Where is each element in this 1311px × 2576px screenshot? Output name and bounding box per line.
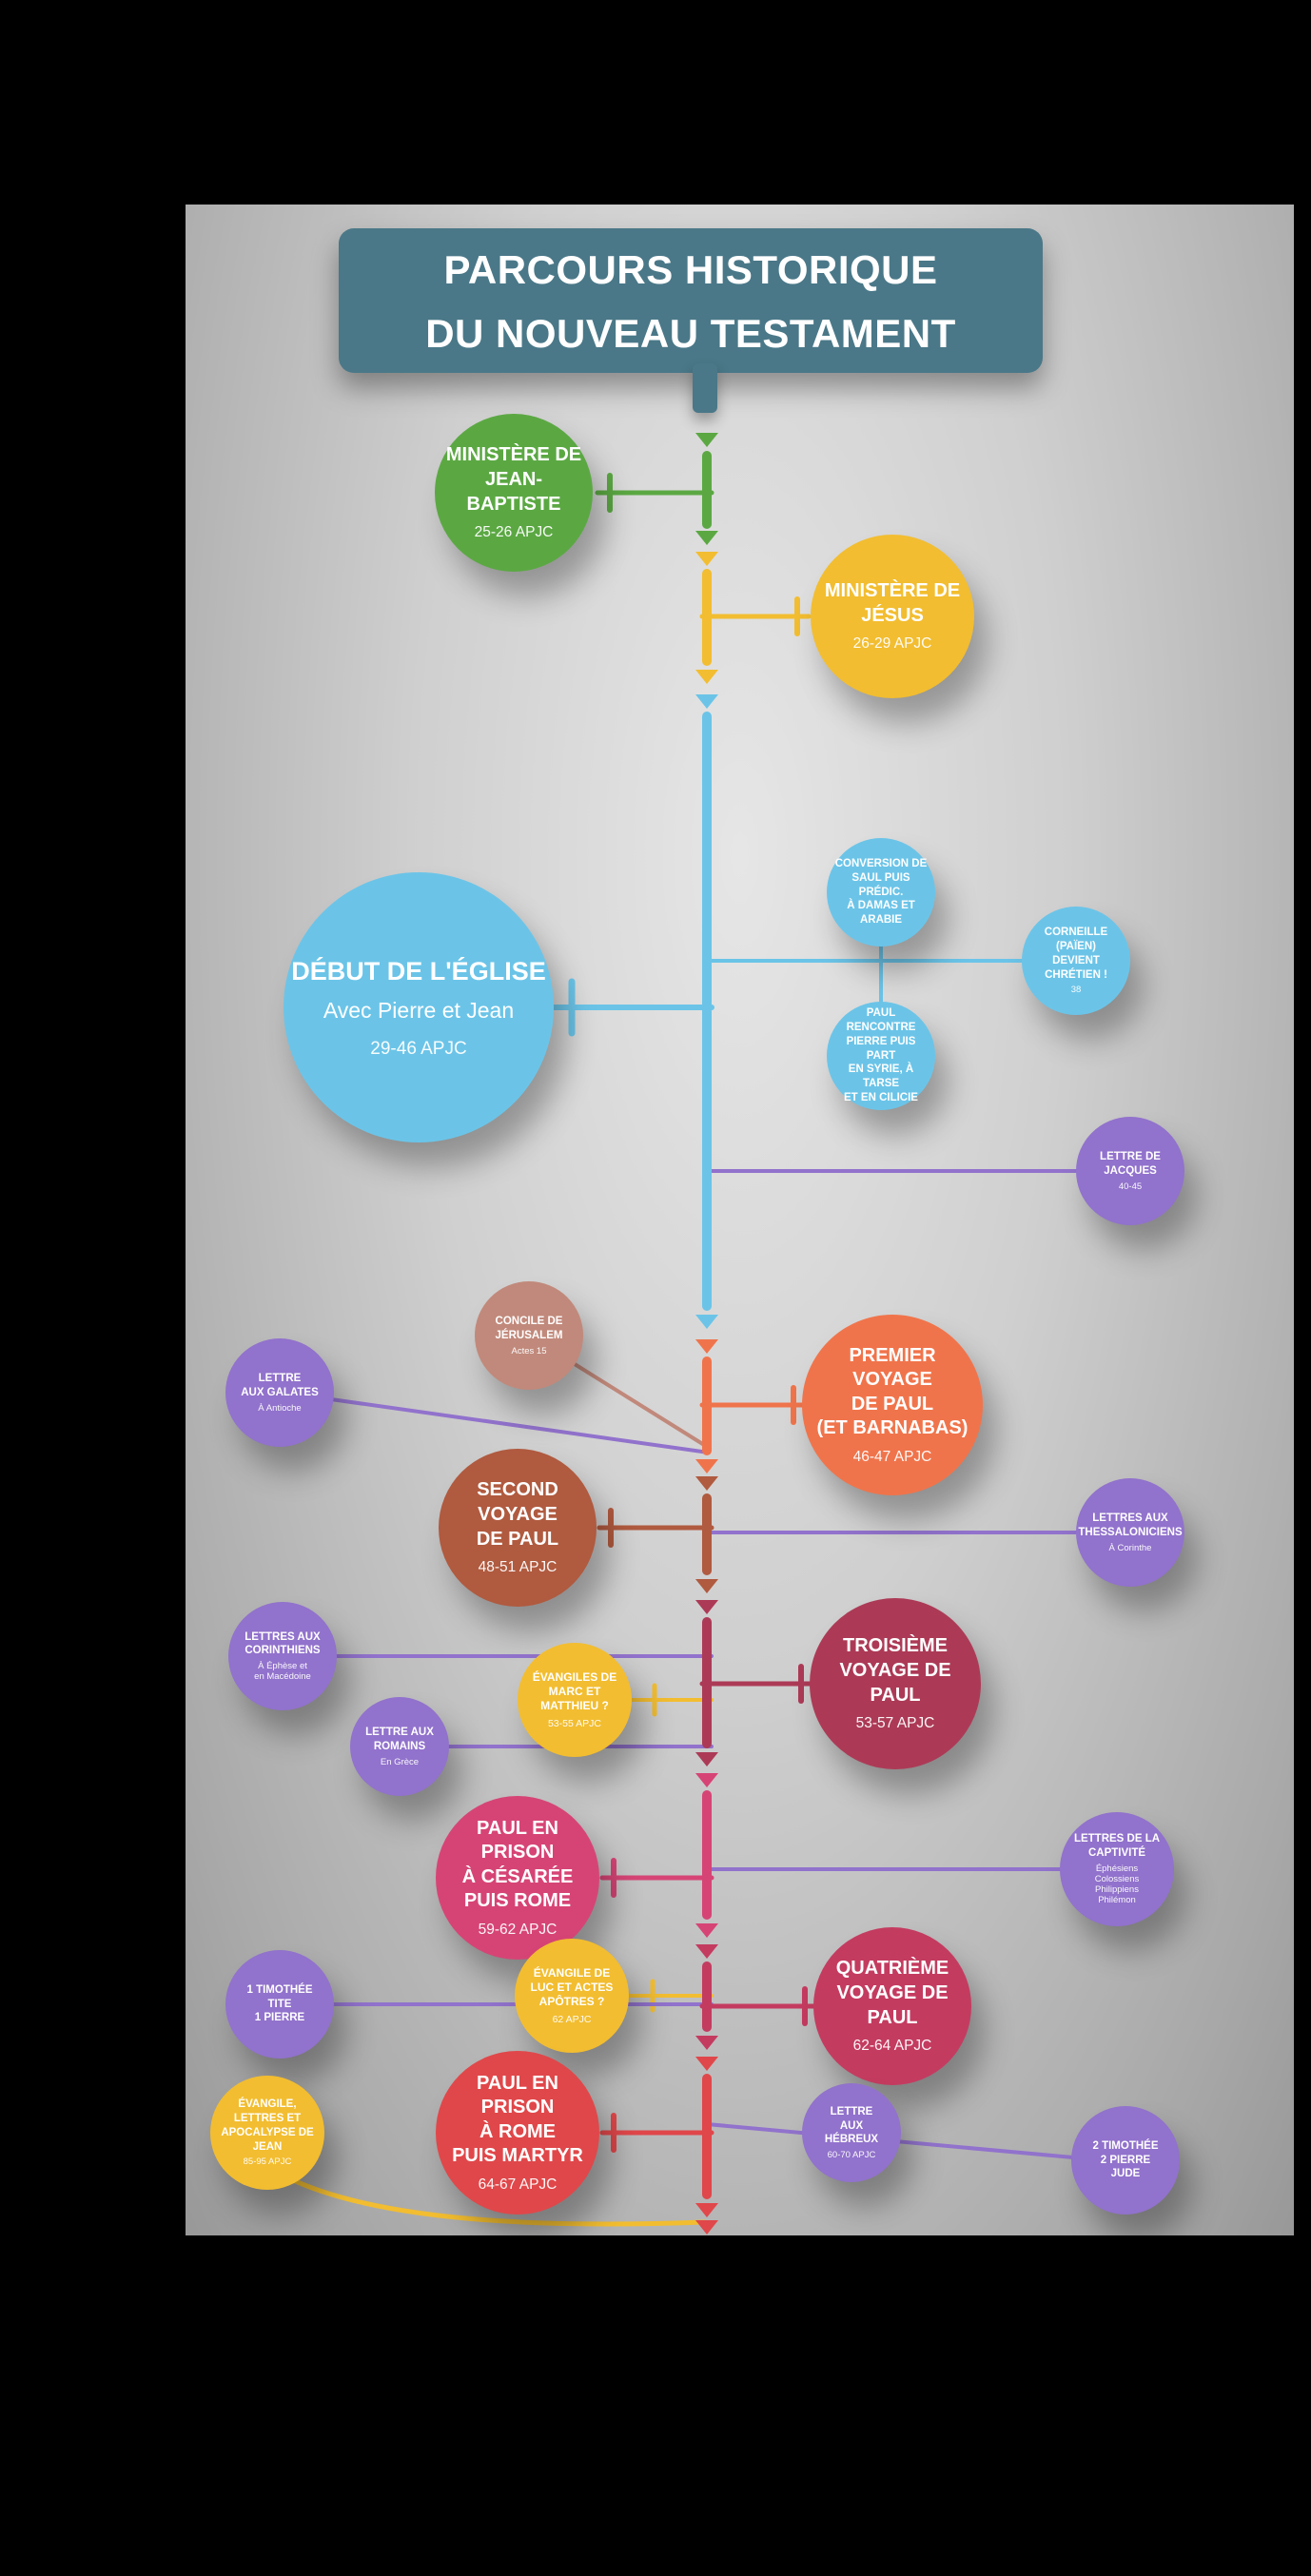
bubble-troisieme-voyage: TROISIÈME VOYAGE DE PAUL 53-57 APJC: [810, 1598, 981, 1769]
bubble-prison-cesaree: PAUL EN PRISON À CÉSARÉE PUIS ROME 59-62…: [436, 1796, 599, 1960]
bubble-evangile-luc-actes: ÉVANGILE DE LUC ET ACTES APÔTRES ? 62 AP…: [515, 1939, 629, 2053]
timeline-arrow-crimson-top: [695, 1944, 718, 1959]
timeline-arrow-green-bottom: [695, 531, 718, 545]
bubble-concile-jerusalem: CONCILE DE JÉRUSALEM Actes 15: [475, 1281, 583, 1390]
connector-jean-curve: [283, 2174, 707, 2227]
timeline-arrow-orange-bottom: [695, 1459, 718, 1473]
bubble-lettre-jacques: LETTRE DE JACQUES 40-45: [1076, 1117, 1184, 1225]
bubble-2timothee-2pierre-jude: 2 TIMOTHÉE 2 PIERRE JUDE: [1071, 2106, 1180, 2215]
bubble-jesus: MINISTÈRE DE JÉSUS 26-29 APJC: [811, 535, 974, 698]
timeline-segment-yellow: [702, 569, 712, 666]
bubble-debut-eglise: DÉBUT DE L'ÉGLISE Avec Pierre et Jean 29…: [284, 872, 554, 1142]
bubble-jean-baptiste: MINISTÈRE DE JEAN-BAPTISTE 25-26 APJC: [435, 414, 593, 572]
bubble-lettre-romains: LETTRE AUX ROMAINS En Grèce: [350, 1697, 449, 1796]
bubble-evangile-jean: ÉVANGILE, LETTRES ET APOCALYPSE DE JEAN …: [210, 2076, 324, 2190]
timeline-arrow-pink-top: [695, 1773, 718, 1787]
connector-concile: [573, 1362, 711, 1450]
timeline-arrow-wine-bottom: [695, 1752, 718, 1766]
timeline-arrow-red-end: [695, 2220, 718, 2234]
timeline-arrow-yellow-top: [695, 552, 718, 566]
timeline-segment-wine: [702, 1617, 712, 1748]
bubble-corneille: CORNEILLE (PAÏEN) DEVIENT CHRÉTIEN ! 38: [1022, 907, 1130, 1015]
bubble-lettre-hebreux: LETTRE AUX HÉBREUX 60-70 APJC: [802, 2083, 901, 2182]
bubble-lettre-galates: LETTRE AUX GALATES À Antioche: [225, 1338, 334, 1447]
title-line1: PARCOURS HISTORIQUE: [443, 247, 938, 292]
timeline-segment-green: [702, 451, 712, 529]
page-title: PARCOURS HISTORIQUE DU NOUVEAU TESTAMENT: [339, 228, 1043, 373]
timeline-arrow-wine-top: [695, 1600, 718, 1614]
bubble-corinthiens: LETTRES AUX CORINTHIENS À Éphèse et en M…: [228, 1602, 337, 1710]
timeline-arrow-green-top: [695, 433, 718, 447]
timeline-arrow-pink-bottom: [695, 1923, 718, 1938]
timeline-segment-pink: [702, 1790, 712, 1920]
timeline-arrow-red-bottom: [695, 2203, 718, 2217]
bubble-second-voyage: SECOND VOYAGE DE PAUL 48-51 APJC: [439, 1449, 597, 1607]
bubble-quatrieme-voyage: QUATRIÈME VOYAGE DE PAUL 62-64 APJC: [813, 1927, 971, 2085]
bubble-conversion-saul: CONVERSION DE SAUL PUIS PRÉDIC. À DAMAS …: [827, 838, 935, 946]
bubble-1timothee-tite-1pierre: 1 TIMOTHÉE TITE 1 PIERRE: [225, 1950, 334, 2059]
bubble-paul-rencontre: PAUL RENCONTRE PIERRE PUIS PART EN SYRIE…: [827, 1002, 935, 1110]
bubble-thessaloniciens: LETTRES AUX THESSALONICIENS À Corinthe: [1076, 1478, 1184, 1587]
title-pointer: [693, 363, 717, 413]
timeline-arrow-sienna-top: [695, 1476, 718, 1491]
bubble-premier-voyage: PREMIER VOYAGE DE PAUL (ET BARNABAS) 46-…: [802, 1315, 983, 1495]
timeline-arrow-blue-top: [695, 694, 718, 709]
timeline-segment-blue: [702, 712, 712, 1311]
timeline-arrow-red-top: [695, 2057, 718, 2071]
timeline-arrow-orange-top: [695, 1339, 718, 1354]
timeline-segment-sienna: [702, 1493, 712, 1575]
connector-galates: [329, 1397, 711, 1454]
timeline-segment-orange: [702, 1356, 712, 1455]
timeline-arrow-blue-bottom: [695, 1315, 718, 1329]
timeline-arrow-sienna-bottom: [695, 1579, 718, 1593]
timeline-arrow-crimson-bottom: [695, 2036, 718, 2050]
timeline-segment-crimson: [702, 1961, 712, 2032]
bubble-prison-rome-martyr: PAUL EN PRISON À ROME PUIS MARTYR 64-67 …: [436, 2051, 599, 2215]
timeline-arrow-yellow-bottom: [695, 670, 718, 684]
timeline-segment-red: [702, 2074, 712, 2199]
title-line2: DU NOUVEAU TESTAMENT: [425, 311, 956, 357]
bubble-evangiles-marc-matthieu: ÉVANGILES DE MARC ET MATTHIEU ? 53-55 AP…: [518, 1643, 632, 1757]
bubble-lettres-captivite: LETTRES DE LA CAPTIVITÉ Éphésiens Coloss…: [1060, 1812, 1174, 1926]
